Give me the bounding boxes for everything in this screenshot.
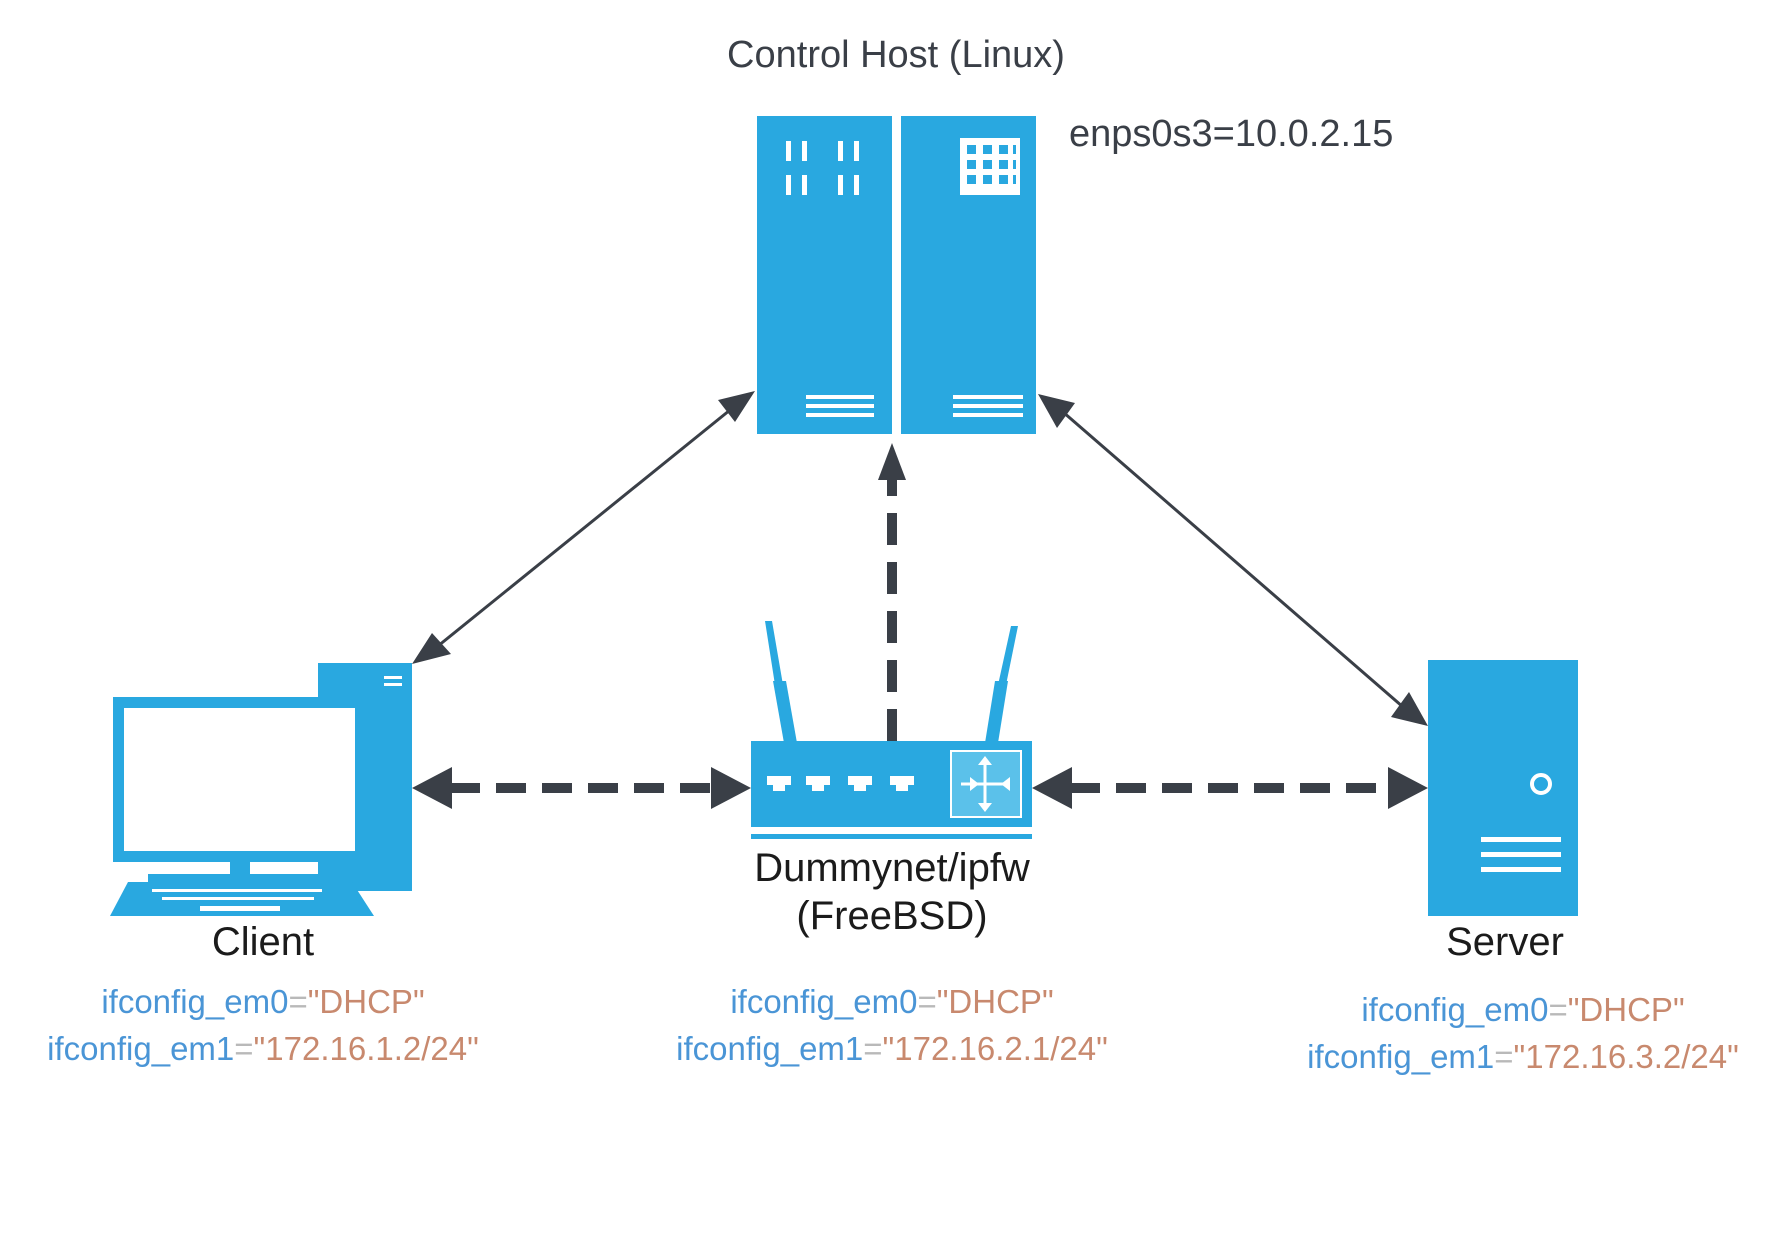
config-value: "172.16.2.1/24" [882, 1030, 1108, 1067]
config-key: ifconfig_em1 [676, 1030, 864, 1067]
router-label-line2: (FreeBSD) [796, 894, 988, 938]
antenna-left [765, 621, 783, 685]
edge-control-client [437, 408, 731, 648]
server-case [1428, 660, 1578, 916]
arrowhead [412, 767, 452, 809]
control-host-icon [757, 116, 1036, 434]
connections [412, 391, 1428, 809]
config-value: "DHCP" [307, 983, 425, 1020]
config-key: ifconfig_em0 [730, 983, 918, 1020]
config-equals: = [1548, 991, 1568, 1028]
config-value: "172.16.3.2/24" [1513, 1038, 1739, 1075]
config-key: ifconfig_em1 [47, 1030, 235, 1067]
arrowhead [878, 443, 906, 480]
server-tower-icon [1428, 660, 1578, 916]
wireless-router-icon [751, 621, 1032, 839]
edge-control-server [1062, 410, 1404, 709]
router-base [751, 834, 1032, 839]
client-config-line-0: ifconfig_em0="DHCP" [0, 983, 526, 1021]
config-value: "DHCP" [1567, 991, 1685, 1028]
config-equals: = [1494, 1038, 1514, 1075]
arrowhead [711, 767, 751, 809]
config-key: ifconfig_em0 [101, 983, 289, 1020]
config-key: ifconfig_em1 [1307, 1038, 1495, 1075]
config-equals: = [288, 983, 308, 1020]
server-icon [1428, 660, 1578, 916]
config-value: "DHCP" [936, 983, 1054, 1020]
desktop-computer-icon [110, 663, 412, 916]
arrowhead [1032, 767, 1072, 809]
arrowhead [1391, 692, 1428, 726]
control-host-title: Control Host (Linux) [727, 34, 1065, 76]
drive-slots [806, 395, 1023, 417]
config-key: ifconfig_em0 [1361, 991, 1549, 1028]
router-icon [751, 621, 1032, 839]
server-label: Server [1446, 920, 1564, 964]
monitor-screen [122, 706, 357, 853]
router-label-line1: Dummynet/ipfw [754, 846, 1030, 890]
vent-slots [786, 141, 859, 195]
config-equals: = [234, 1030, 254, 1067]
server-config-line-0: ifconfig_em0="DHCP" [1273, 991, 1773, 1029]
server-unit-left [757, 116, 892, 434]
arrowhead [718, 391, 755, 422]
server-config-line-1: ifconfig_em1="172.16.3.2/24" [1273, 1038, 1773, 1076]
control-host-address: enps0s3=10.0.2.15 [1069, 113, 1394, 155]
antenna-right [998, 626, 1018, 685]
power-button-icon [1530, 773, 1552, 795]
router-config-line-1: ifconfig_em1="172.16.2.1/24" [642, 1030, 1142, 1068]
ethernet-ports [767, 776, 914, 791]
client-label: Client [211, 920, 315, 964]
keyboard-keys [152, 889, 322, 911]
arrowhead [412, 633, 451, 664]
arrowhead [1388, 767, 1428, 809]
grid-panel-cells [967, 145, 1016, 184]
config-value: "172.16.1.2/24" [253, 1030, 479, 1067]
config-equals: = [917, 983, 937, 1020]
server-rack-icon [757, 116, 1036, 434]
arrowhead [1038, 394, 1075, 428]
router-config-line-0: ifconfig_em0="DHCP" [642, 983, 1142, 1021]
client-config-line-1: ifconfig_em1="172.16.1.2/24" [0, 1030, 526, 1068]
client-icon [110, 663, 412, 916]
config-equals: = [863, 1030, 883, 1067]
